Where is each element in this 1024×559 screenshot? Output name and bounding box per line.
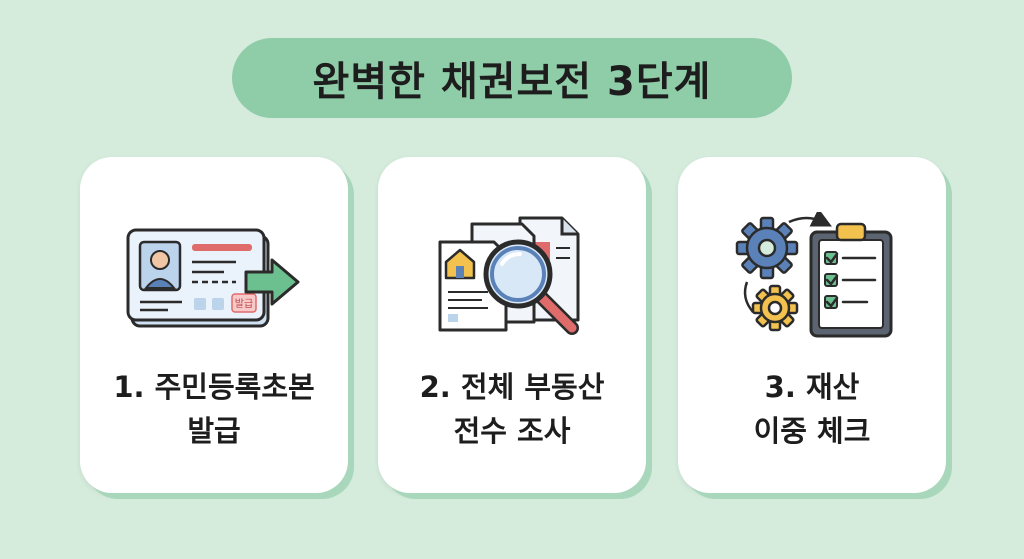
step-card-1: 발급 1. 주민등록초본 발급 — [80, 157, 348, 493]
title-banner: 완벽한 채권보전 3단계 — [232, 38, 792, 118]
gears-checklist-icon — [735, 212, 893, 338]
step-label-3: 3. 재산 이중 체크 — [753, 370, 871, 448]
property-search-icon — [438, 216, 580, 335]
issue-badge: 발급 — [235, 298, 253, 310]
step-card-3: 3. 재산 이중 체크 — [678, 157, 946, 493]
page-title: 완벽한 채권보전 3단계 — [312, 59, 712, 105]
blue-gear-icon — [735, 216, 799, 280]
id-card-arrow-icon: 발급 — [126, 228, 300, 328]
step-label-2: 2. 전체 부동산 전수 조사 — [419, 370, 605, 448]
yellow-gear-icon — [751, 284, 799, 332]
step-label-1: 1. 주민등록초본 발급 — [113, 370, 315, 448]
step-card-2: 2. 전체 부동산 전수 조사 — [378, 157, 646, 493]
